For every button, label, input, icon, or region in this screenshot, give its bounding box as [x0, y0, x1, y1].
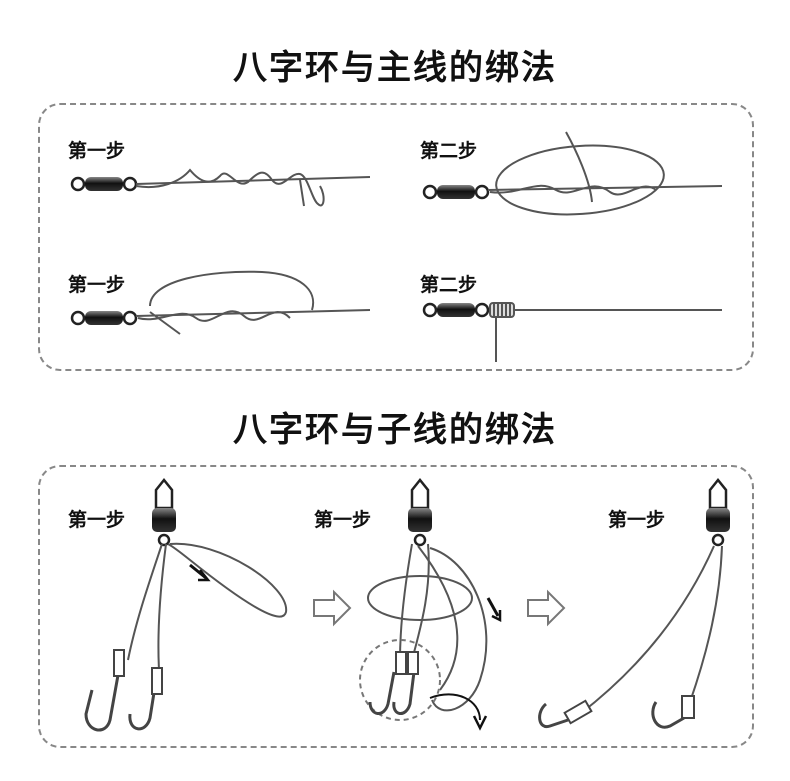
main-line-step3 — [135, 270, 371, 335]
arrow-right-icon — [527, 589, 566, 627]
step-label-6: 第一步 — [314, 509, 372, 531]
swivel-icon — [70, 176, 138, 192]
arrow-right-icon — [313, 589, 352, 627]
leader-line-step2 — [359, 543, 502, 731]
hook-icon — [368, 651, 419, 715]
step-label-2: 第二步 — [420, 140, 478, 162]
step-label-5: 第一步 — [68, 509, 126, 531]
swivel-icon — [408, 477, 432, 547]
step-label-3: 第一步 — [68, 274, 126, 296]
hook-icon — [538, 695, 695, 729]
swivel-icon — [706, 477, 730, 547]
main-line-step1 — [135, 168, 371, 207]
step-label-4: 第二步 — [420, 274, 478, 296]
leader-line-panel — [38, 465, 754, 748]
main-line-step4 — [489, 302, 722, 362]
swivel-icon — [422, 184, 490, 200]
swivel-icon — [422, 302, 490, 318]
section1-title: 八字环与主线的绑法 — [233, 48, 557, 88]
section2-title: 八字环与子线的绑法 — [233, 410, 557, 450]
step-label-1: 第一步 — [68, 140, 126, 162]
step-label-7: 第一步 — [608, 509, 666, 531]
main-line-panel — [38, 103, 754, 371]
leader-line-step1 — [127, 542, 288, 685]
swivel-icon — [70, 310, 138, 326]
hook-icon — [84, 649, 163, 732]
swivel-icon — [152, 477, 176, 547]
leader-line-step3 — [579, 545, 723, 715]
main-line-step2 — [487, 131, 723, 216]
